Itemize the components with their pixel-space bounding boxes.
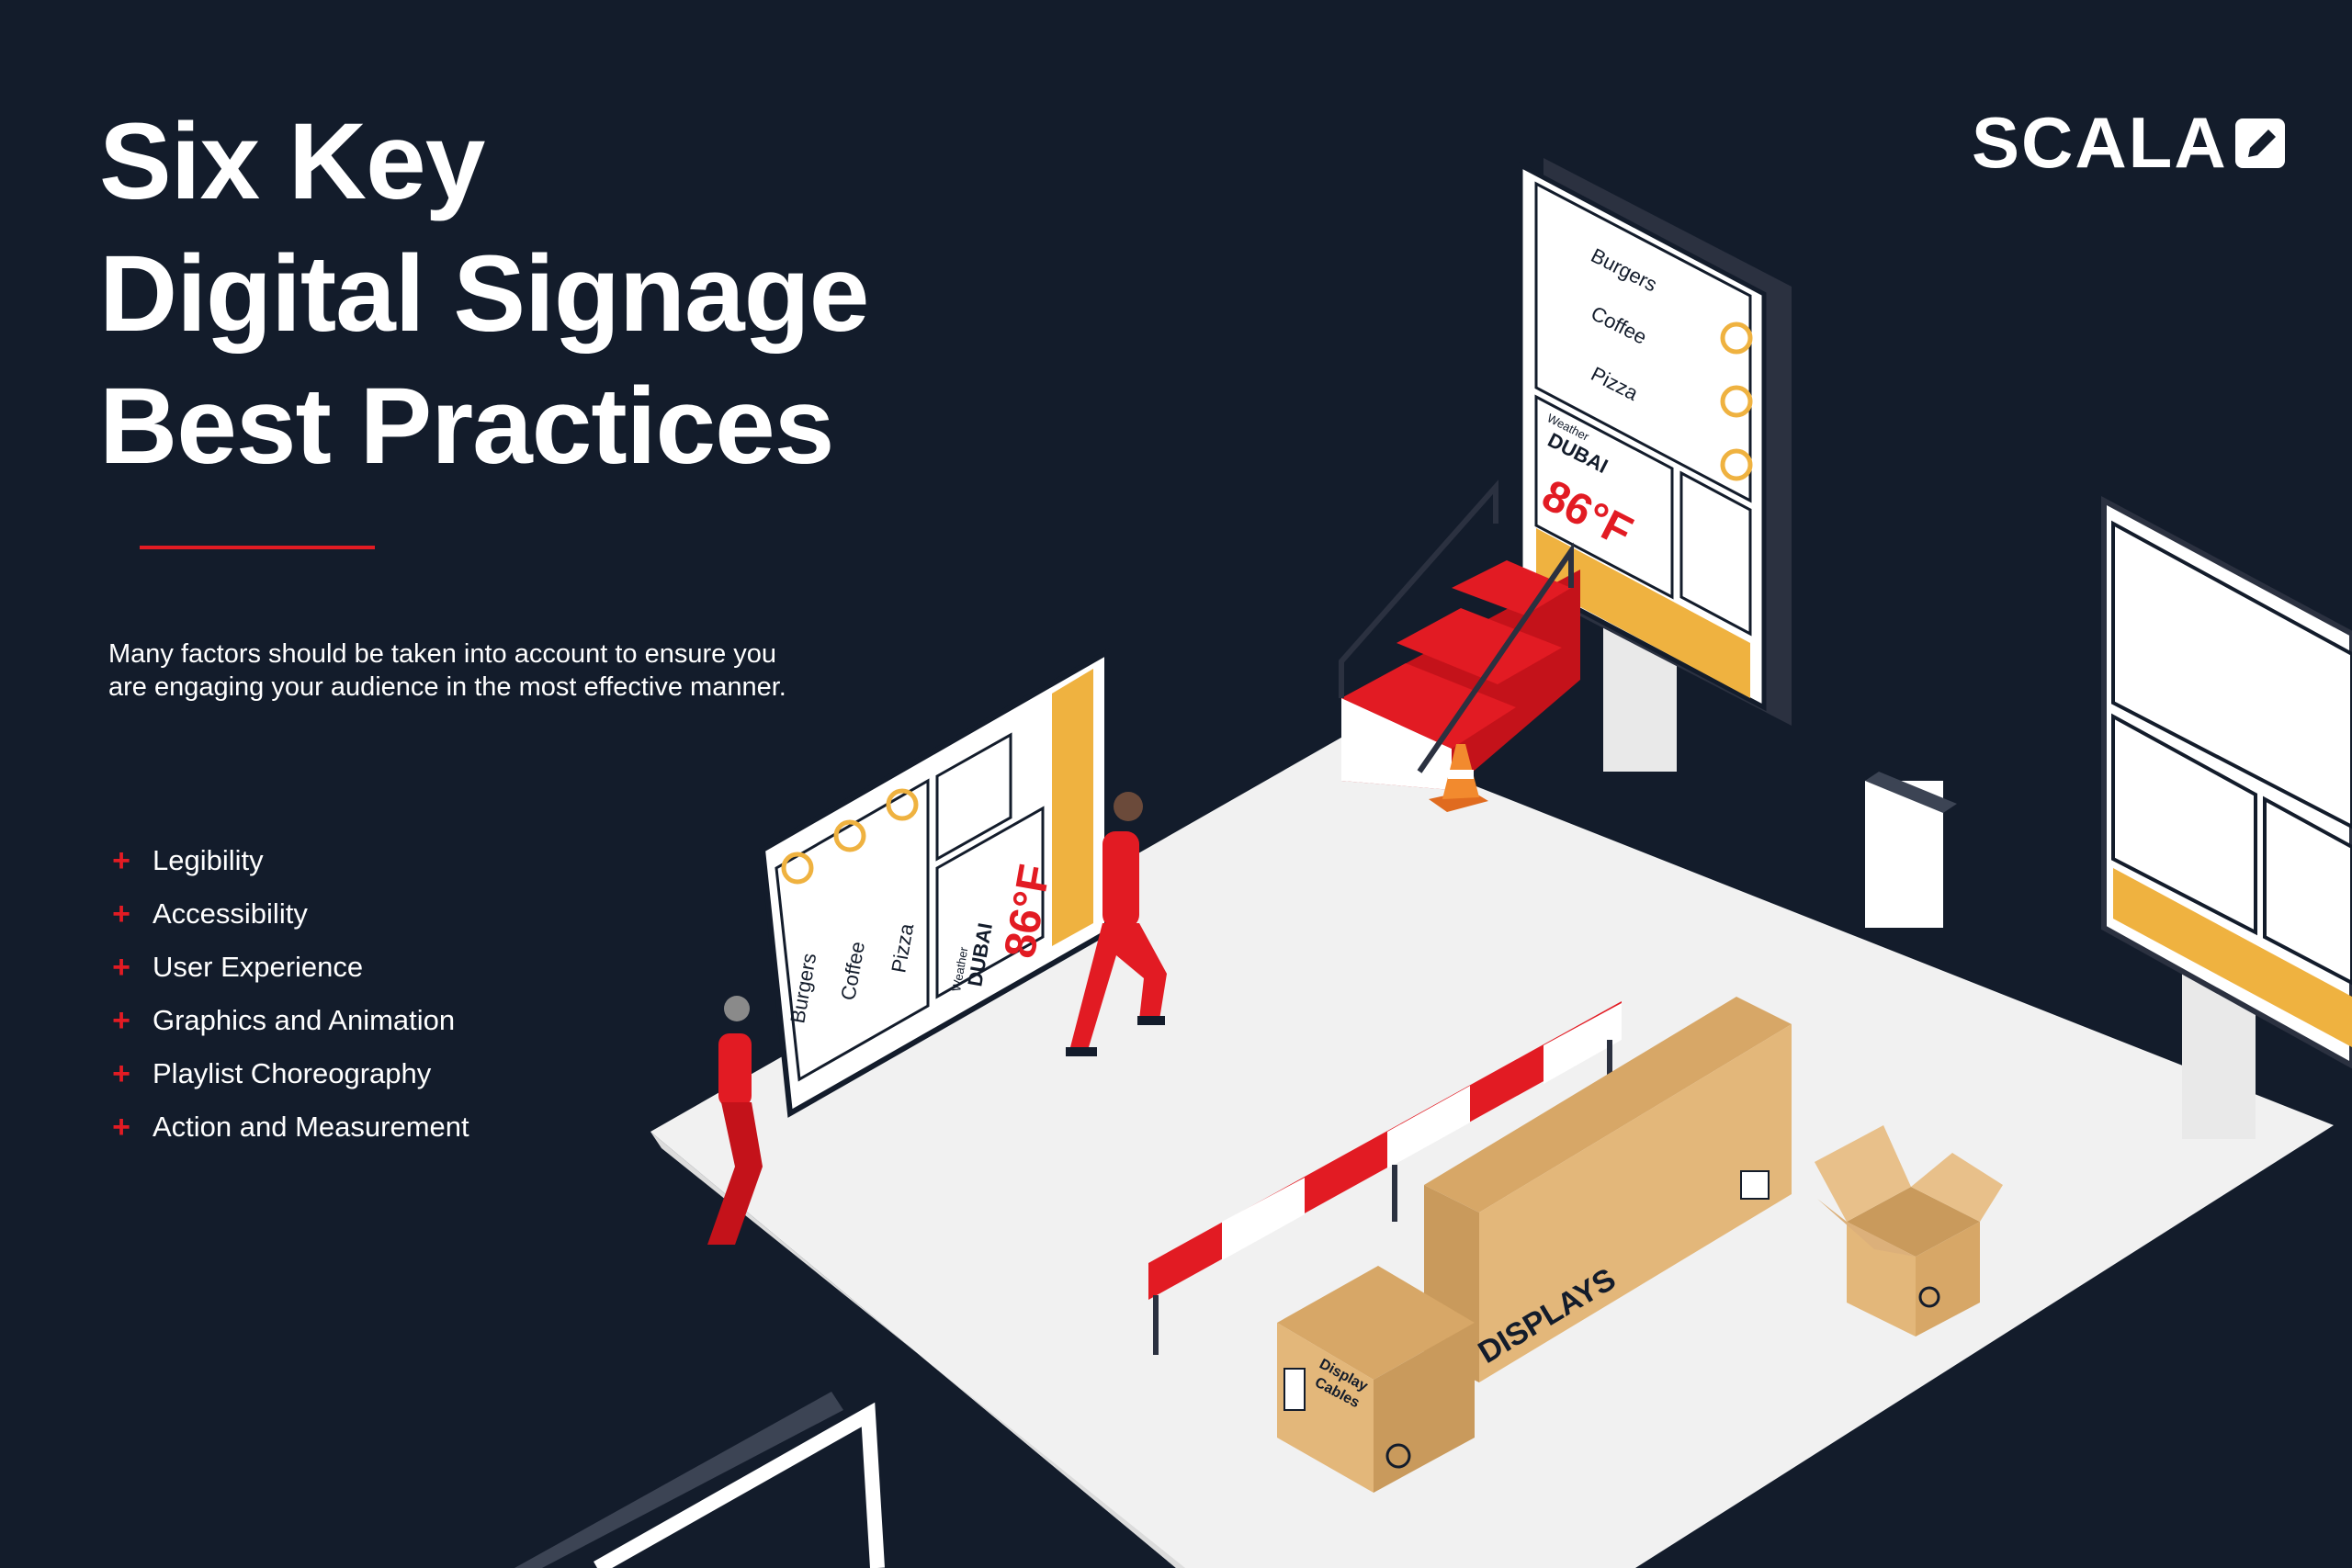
open-box [1815,1125,2003,1337]
plus-icon: + [112,843,130,878]
plus-icon: + [112,1110,130,1145]
worker-left [706,996,763,1254]
logo-text: SCALA [1972,102,2228,183]
staircase [1339,479,1580,790]
menu-sign-left: Burgers Coffee Pizza Weather DUBAI 86°F [759,647,1110,1118]
page-title: Six Key Digital Signage Best Practices [99,96,869,492]
title-line-2: Digital Signage [99,233,869,355]
barrier [1148,1001,1622,1355]
practice-label: Action and Measurement [153,1111,469,1143]
list-item: + Action and Measurement [103,1100,469,1154]
right-sign [2101,495,2352,1139]
practice-label: Graphics and Animation [153,1004,456,1036]
list-item: + Graphics and Animation [103,994,469,1047]
worker-right [1066,792,1167,1056]
arrow-icon [1720,321,1753,355]
foreground-sign-frame [514,1392,885,1568]
title-line-3: Best Practices [99,366,834,487]
recycle-icon [1918,1286,1940,1308]
title-divider [140,546,375,549]
practices-list: + Legibility + Accessibility + User Experie… [103,834,469,1154]
cables-box: Display Cables [1277,1266,1475,1493]
practice-label: User Experience [153,951,364,983]
menu-sign-top: Burgers Coffee Pizza Weather DUBAI 86°F [1518,158,1792,726]
practice-label: Accessibility [153,897,308,930]
arrow-icon [1720,448,1753,481]
edit-icon [2234,118,2285,168]
intro-paragraph: Many factors should be taken into accoun… [108,639,786,702]
barcode-icon [1283,1368,1306,1411]
list-item: + Playlist Choreography [103,1047,469,1100]
traffic-cone [1429,744,1488,812]
title-line-1: Six Key [99,101,485,222]
list-item: + Accessibility [103,887,469,941]
plus-icon: + [112,1056,130,1091]
arrow-icon [781,852,814,885]
recycle-icon [1385,1443,1411,1469]
arrow-icon [886,788,919,821]
list-item: + Legibility [103,834,469,887]
practice-label: Playlist Choreography [153,1057,432,1089]
arrow-icon [1720,385,1753,418]
plus-icon: + [112,1003,130,1038]
arrow-icon [833,819,866,852]
plus-icon: + [112,897,130,931]
scala-logo: SCALA [1972,101,2287,185]
plus-icon: + [112,950,130,985]
practice-label: Legibility [153,844,264,876]
list-item: + User Experience [103,941,469,994]
barcode-icon [1740,1170,1770,1200]
